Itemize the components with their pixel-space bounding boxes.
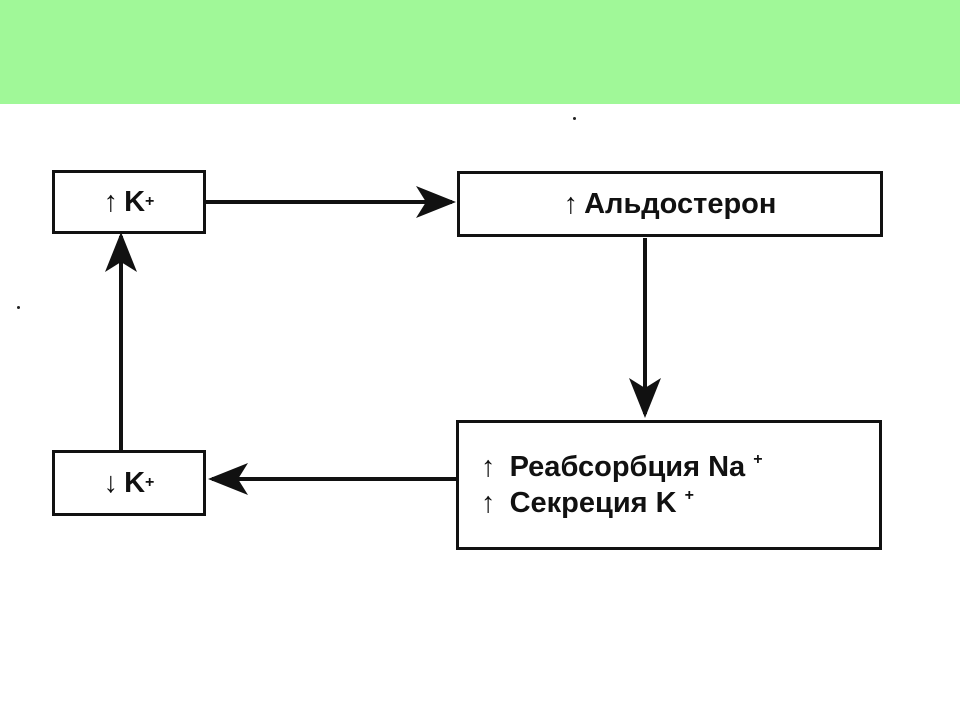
up-arrow-icon: ↑ xyxy=(481,487,496,519)
effects-line2-label: Секреция K xyxy=(509,487,677,519)
scan-speck xyxy=(17,306,20,309)
node-aldosterone: ↑ Альдостерон xyxy=(457,171,883,237)
node-k-up-superscript: + xyxy=(145,193,155,210)
header-band xyxy=(0,0,960,104)
effects-line2-superscript: + xyxy=(684,487,694,504)
up-arrow-icon: ↑ xyxy=(481,451,496,483)
node-k-up: ↑ K + xyxy=(52,170,206,234)
up-arrow-icon: ↑ xyxy=(563,187,579,220)
effects-line1-superscript: + xyxy=(753,451,763,468)
scan-speck xyxy=(573,117,576,120)
node-k-down-label: K xyxy=(124,466,146,499)
node-k-up-label: K xyxy=(124,185,146,218)
node-aldosterone-label: Альдостерон xyxy=(584,187,777,220)
down-arrow-icon: ↓ xyxy=(103,466,119,499)
effects-line-reabsorption: ↑ Реабсорбция Na + xyxy=(481,452,879,482)
effects-line-secretion: ↑ Секреция K + xyxy=(481,488,879,518)
node-k-down-superscript: + xyxy=(145,474,155,491)
node-effects: ↑ Реабсорбция Na + ↑ Секреция K + xyxy=(456,420,882,550)
node-k-down: ↓ K + xyxy=(52,450,206,516)
effects-line1-label: Реабсорбция Na xyxy=(509,451,746,483)
up-arrow-icon: ↑ xyxy=(103,185,119,218)
